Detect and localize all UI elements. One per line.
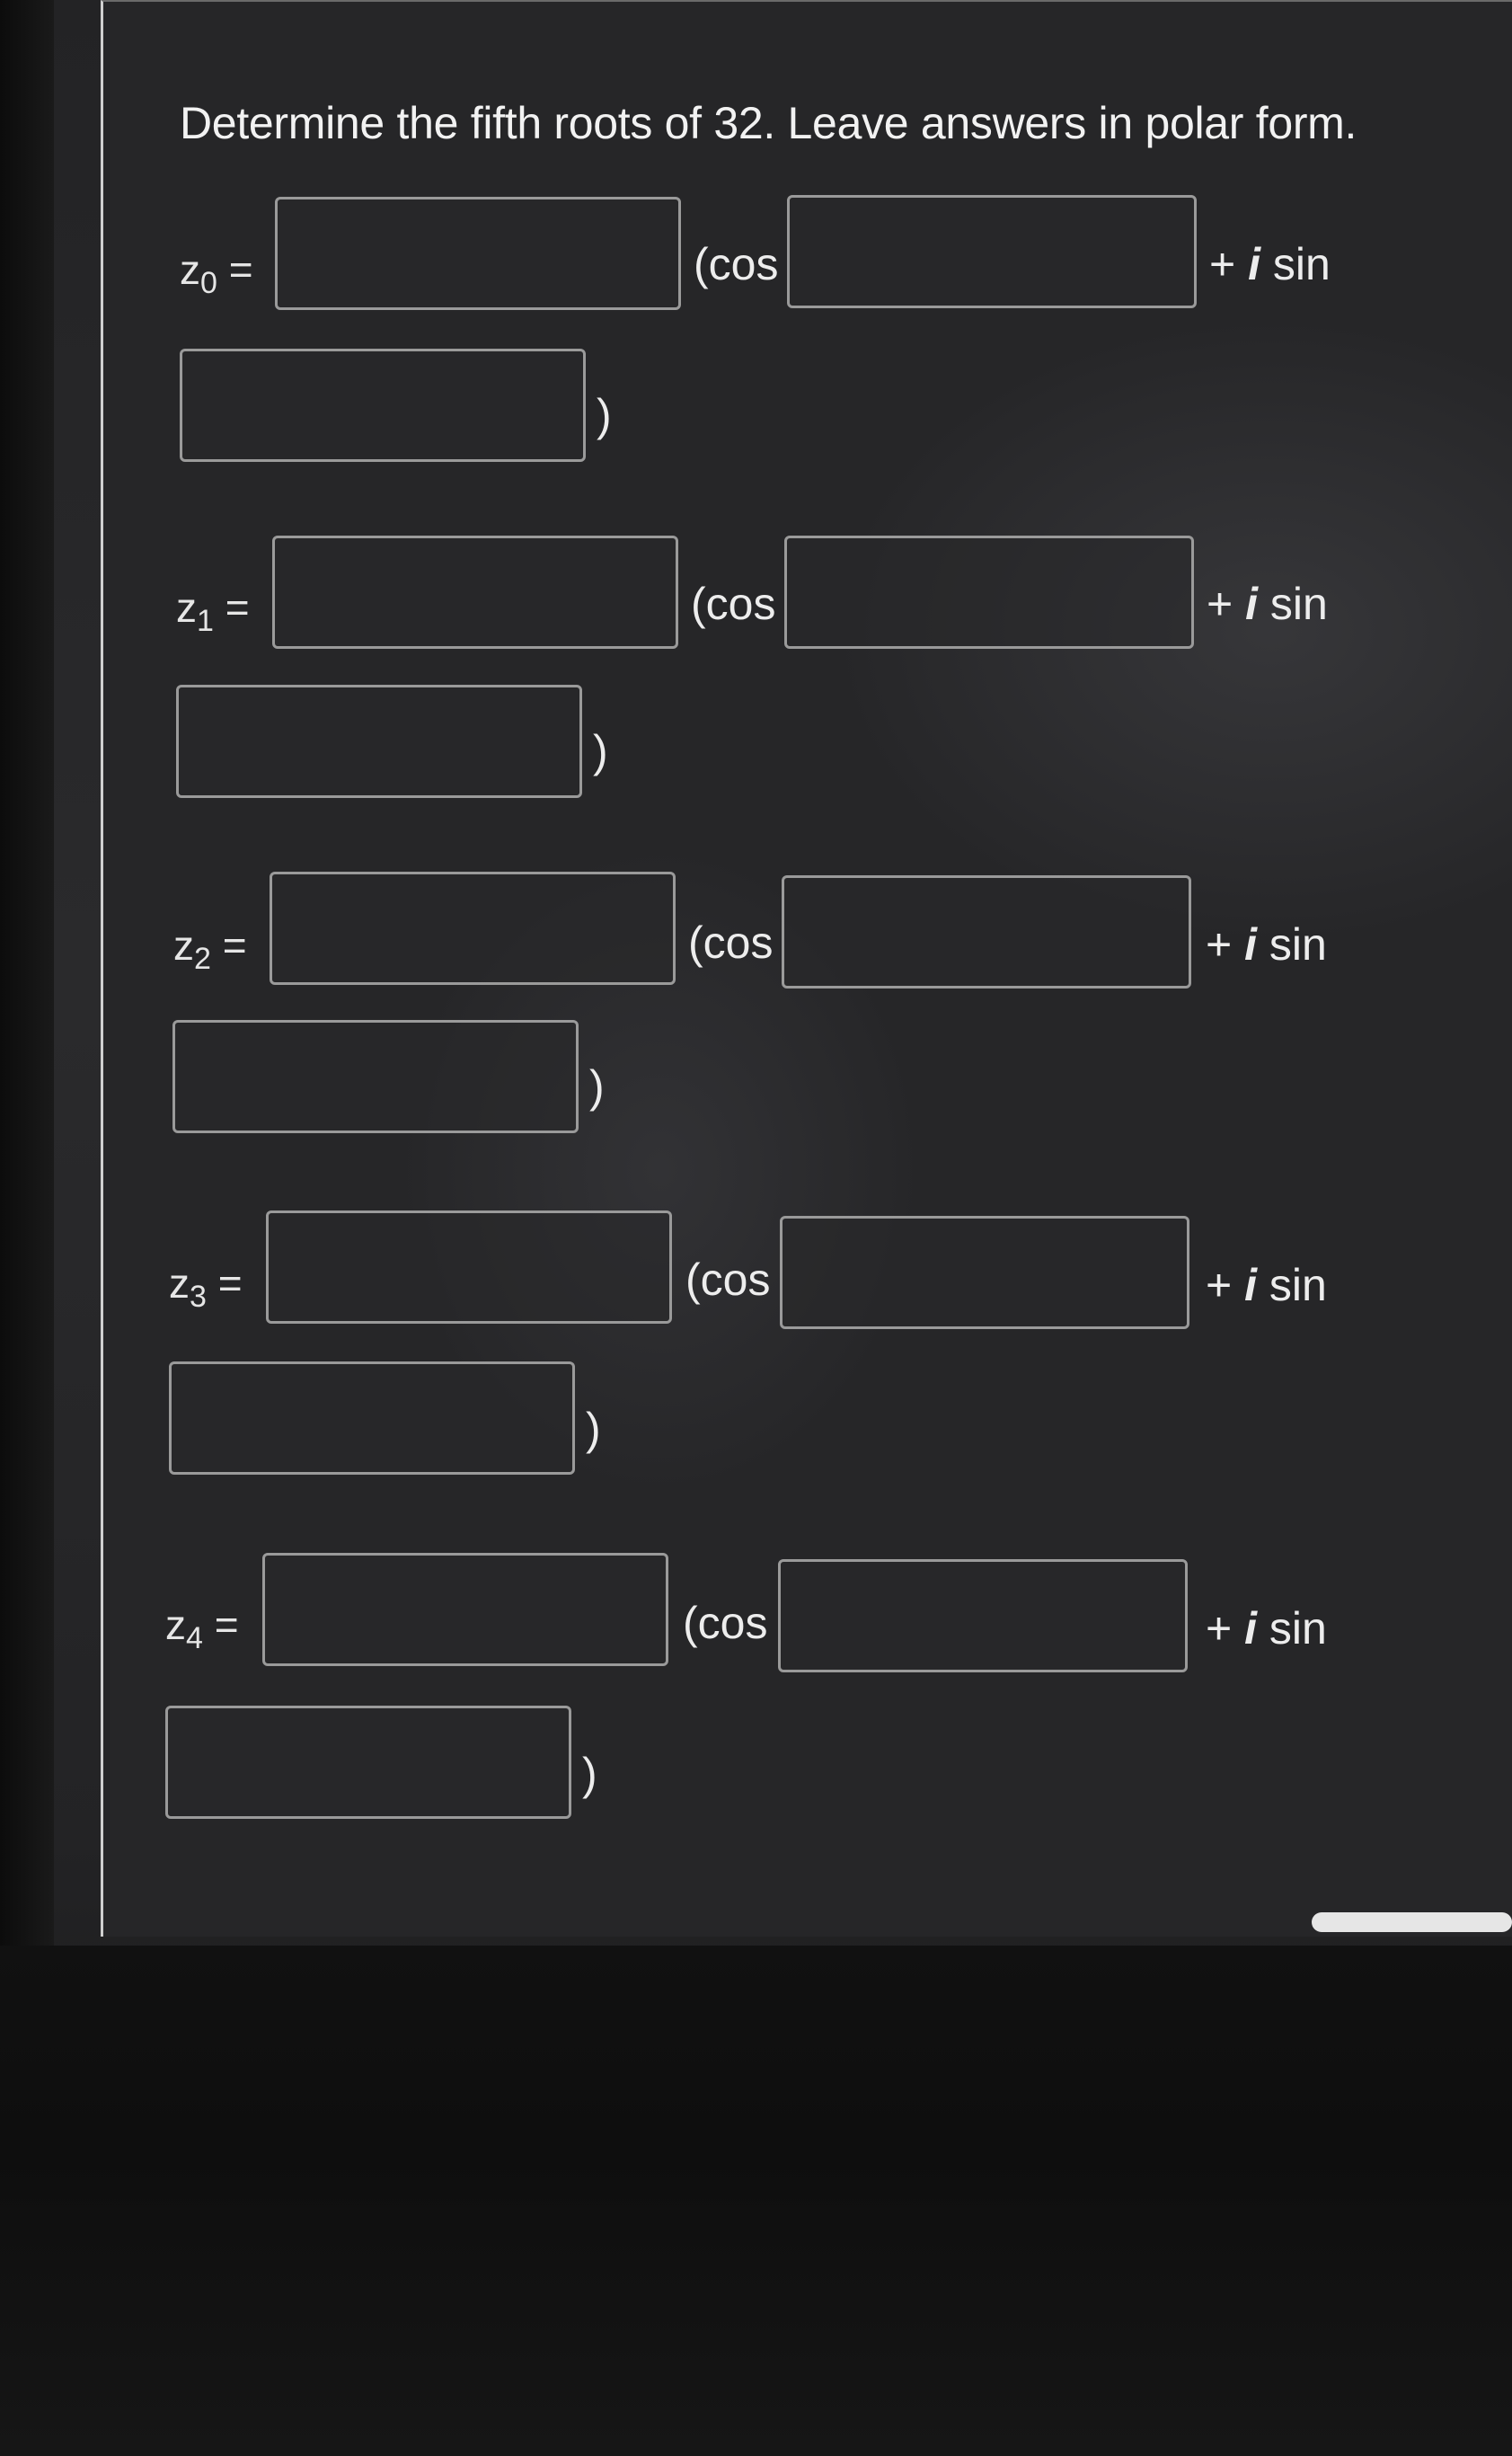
i-sin-text-3: + i sin — [1206, 1260, 1327, 1310]
sin-angle-input-0[interactable] — [180, 349, 586, 462]
sin-angle-input-1[interactable] — [176, 685, 582, 798]
sin-angle-input-2[interactable] — [172, 1020, 579, 1133]
root-row-4: z4 = (cos + i sin ) — [0, 1550, 1512, 1838]
lower-background — [0, 1946, 1512, 2456]
root-label-1: z1 = — [176, 584, 250, 638]
horizontal-scrollbar-thumb[interactable] — [1312, 1912, 1512, 1932]
close-paren-0: ) — [597, 390, 612, 440]
close-paren-2: ) — [589, 1061, 605, 1112]
modulus-input-4[interactable] — [262, 1553, 668, 1666]
question-text: Determine the fifth roots of 32. Leave a… — [180, 98, 1357, 148]
cos-text-1: (cos — [691, 579, 776, 629]
cos-angle-input-0[interactable] — [787, 195, 1197, 308]
i-sin-text-4: + i sin — [1206, 1603, 1327, 1654]
modulus-input-0[interactable] — [275, 197, 681, 310]
root-label-3: z3 = — [169, 1260, 243, 1314]
root-row-0: z0 = (cos + i sin ) — [0, 193, 1512, 481]
cos-angle-input-3[interactable] — [780, 1216, 1189, 1329]
root-row-3: z3 = (cos + i sin ) — [0, 1209, 1512, 1496]
cos-angle-input-1[interactable] — [784, 536, 1194, 649]
i-sin-text-2: + i sin — [1206, 919, 1327, 970]
modulus-input-3[interactable] — [266, 1210, 672, 1324]
close-paren-1: ) — [593, 726, 608, 776]
cos-angle-input-2[interactable] — [782, 875, 1191, 989]
i-sin-text-1: + i sin — [1207, 579, 1328, 629]
modulus-input-1[interactable] — [272, 536, 678, 649]
root-label-2: z2 = — [173, 922, 247, 976]
sin-angle-input-3[interactable] — [169, 1361, 575, 1475]
cos-text-0: (cos — [694, 239, 779, 289]
cos-text-2: (cos — [688, 918, 774, 968]
cos-angle-input-4[interactable] — [778, 1559, 1188, 1672]
modulus-input-2[interactable] — [270, 872, 676, 985]
close-paren-3: ) — [586, 1404, 601, 1454]
close-paren-4: ) — [582, 1749, 597, 1799]
root-label-4: z4 = — [165, 1601, 239, 1655]
cos-text-3: (cos — [685, 1255, 771, 1305]
root-label-0: z0 = — [180, 246, 253, 300]
sin-angle-input-4[interactable] — [165, 1706, 571, 1819]
root-row-2: z2 = (cos + i sin ) — [0, 872, 1512, 1159]
root-row-1: z1 = (cos + i sin ) — [0, 535, 1512, 822]
i-sin-text-0: + i sin — [1209, 239, 1331, 289]
cos-text-4: (cos — [683, 1598, 768, 1648]
